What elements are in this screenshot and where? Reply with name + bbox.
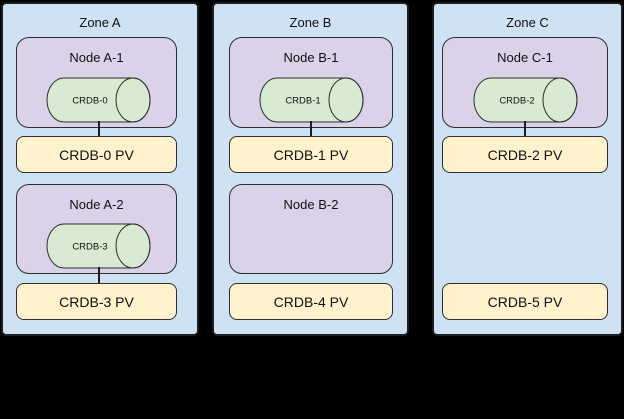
connector-crdb2-to-pv xyxy=(524,121,526,137)
zone-b: Zone B Node B-1 CRDB-1 CRDB-1 PV Node B-… xyxy=(212,2,409,336)
pv-crdb-1: CRDB-1 PV xyxy=(229,136,393,173)
connector-crdb3-to-pv xyxy=(98,267,100,284)
pv-crdb-2: CRDB-2 PV xyxy=(442,136,608,173)
crdb-3-cylinder-label: CRDB-3 xyxy=(72,242,107,253)
crdb-1-cylinder-label: CRDB-1 xyxy=(285,96,320,107)
node-a-2-title: Node A-2 xyxy=(69,197,124,212)
crdb-3-cylinder-icon: CRDB-3 xyxy=(46,223,151,269)
node-b-1-title: Node B-1 xyxy=(283,50,339,65)
connector-crdb0-to-pv xyxy=(98,121,100,137)
pv-crdb-4: CRDB-4 PV xyxy=(229,283,393,320)
crdb-2-cylinder-icon: CRDB-2 xyxy=(473,77,578,123)
zone-b-title: Zone B xyxy=(289,15,332,30)
pv-crdb-0: CRDB-0 PV xyxy=(16,136,177,173)
connector-crdb1-to-pv xyxy=(310,121,312,137)
pv-crdb-5: CRDB-5 PV xyxy=(442,283,608,320)
node-b-2: Node B-2 xyxy=(229,184,393,274)
crdb-0-cylinder-icon: CRDB-0 xyxy=(46,77,151,123)
node-a-1-title: Node A-1 xyxy=(69,50,124,65)
crdb-0-cylinder-label: CRDB-0 xyxy=(72,96,107,107)
zone-c: Zone C Node C-1 CRDB-2 CRDB-2 PV CRDB-5 … xyxy=(432,2,623,336)
zone-c-title: Zone C xyxy=(506,15,549,30)
node-b-2-title: Node B-2 xyxy=(283,197,339,212)
zone-a: Zone A Node A-1 CRDB-0 CRDB-0 PV Node A-… xyxy=(1,2,199,336)
pv-crdb-3: CRDB-3 PV xyxy=(16,283,177,320)
zone-a-title: Zone A xyxy=(79,15,121,30)
crdb-1-cylinder-icon: CRDB-1 xyxy=(259,77,364,123)
crdb-2-cylinder-label: CRDB-2 xyxy=(499,96,534,107)
node-c-1-title: Node C-1 xyxy=(497,50,553,65)
